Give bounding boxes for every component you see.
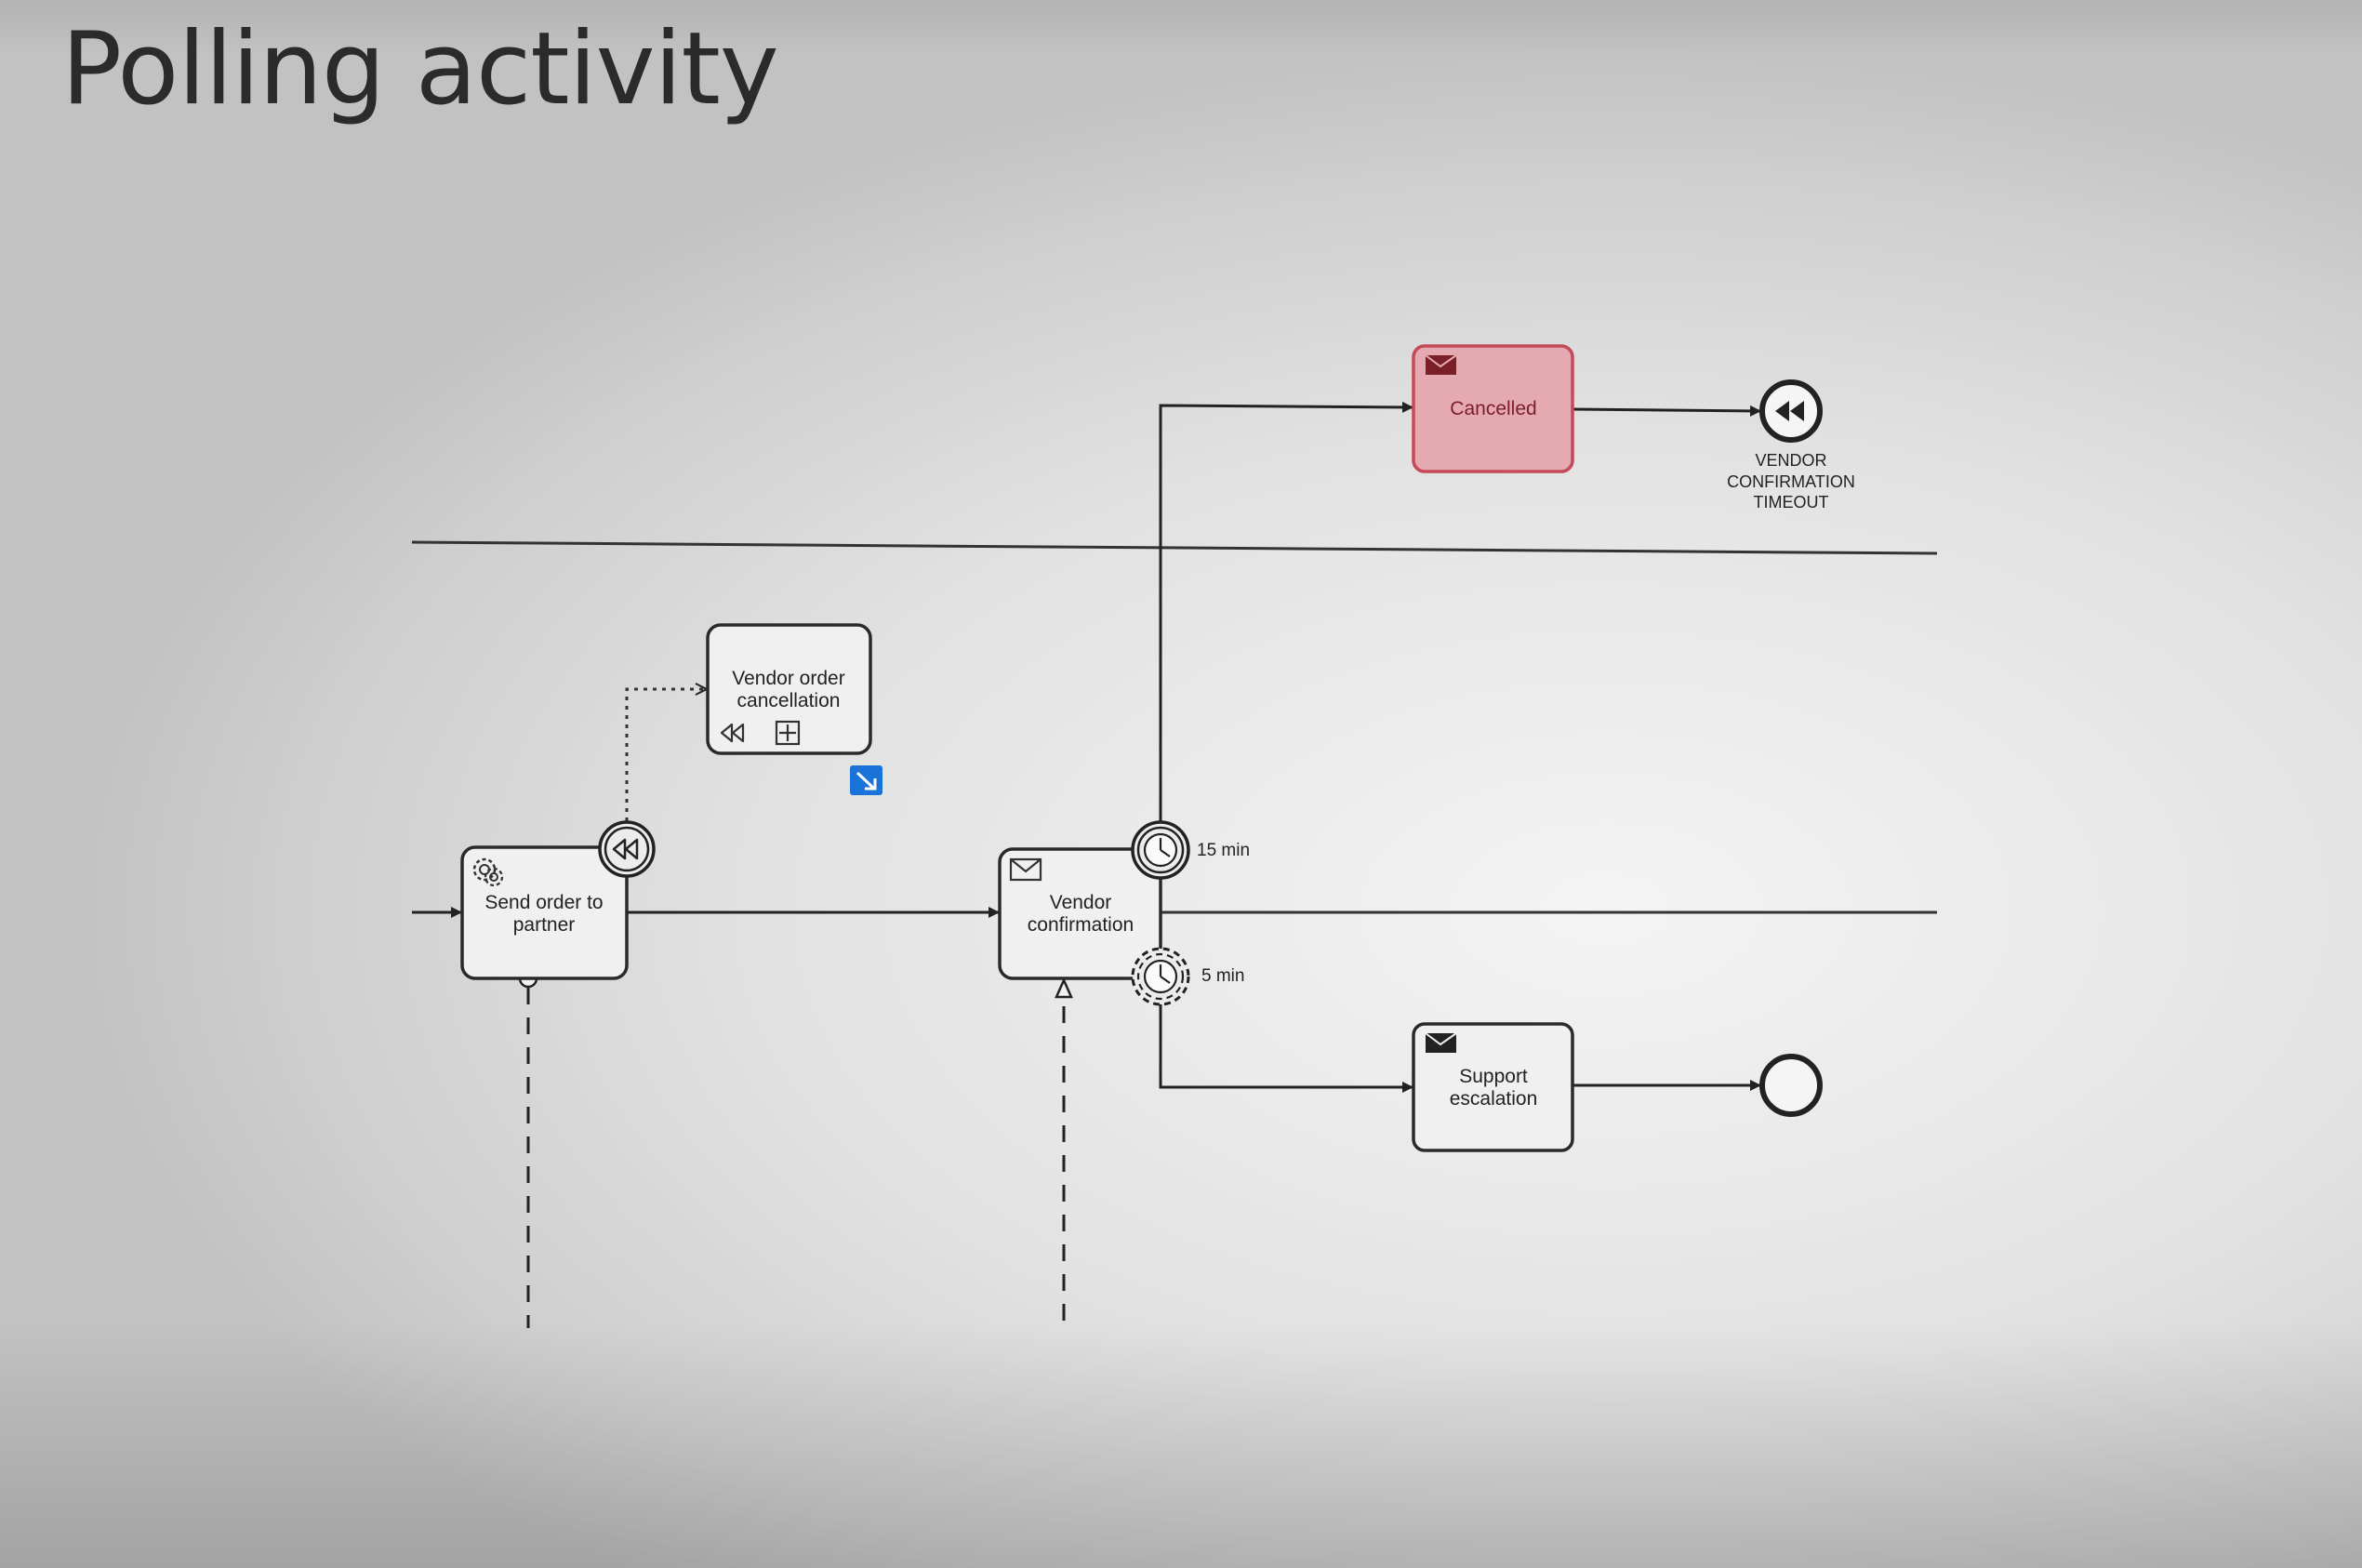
task-send-order-to-partner[interactable]: Send order to partner bbox=[460, 845, 629, 980]
receive-message-icon bbox=[1009, 857, 1042, 882]
timer-boundary-event-interrupting[interactable] bbox=[1131, 820, 1190, 880]
compensation-association bbox=[625, 689, 707, 821]
compensation-boundary-event[interactable] bbox=[598, 820, 656, 878]
compensation-marker-icon bbox=[720, 723, 745, 743]
task-label-line1: Support bbox=[1459, 1066, 1528, 1087]
task-label-line1: Vendor order bbox=[732, 668, 844, 689]
end-event-label-line2: CONFIRMATION bbox=[1727, 472, 1855, 491]
subprocess-expand-icon[interactable] bbox=[775, 720, 801, 746]
page-title: Polling activity bbox=[61, 11, 779, 127]
flow-timeout-to-cancelled bbox=[1159, 401, 1413, 821]
end-event-label-line3: TIMEOUT bbox=[1754, 493, 1829, 512]
message-flow-arrowhead bbox=[1055, 977, 1073, 999]
clock-icon bbox=[1143, 959, 1178, 994]
end-event-label-line1: VENDOR bbox=[1755, 451, 1826, 470]
task-vendor-order-cancellation[interactable]: Vendor order cancellation bbox=[706, 623, 872, 755]
task-label-line2: cancellation bbox=[737, 690, 841, 711]
compensation-filled-icon bbox=[1775, 401, 1804, 421]
task-label-line2: escalation bbox=[1450, 1088, 1538, 1110]
task-cancelled[interactable]: Cancelled bbox=[1412, 344, 1574, 473]
task-label: Cancelled bbox=[1450, 398, 1536, 419]
task-label-line2: confirmation bbox=[1028, 914, 1134, 936]
send-message-icon bbox=[1425, 1032, 1457, 1053]
service-task-gear-icon bbox=[472, 857, 504, 887]
compensation-rewind-icon bbox=[612, 838, 639, 860]
selection-resize-icon[interactable] bbox=[850, 765, 882, 795]
bottom-shade bbox=[0, 1321, 2362, 1568]
task-label-line1: Vendor bbox=[1050, 892, 1112, 913]
timer-label-15min: 15 min bbox=[1197, 841, 1250, 860]
compensation-end-event[interactable] bbox=[1759, 379, 1823, 443]
task-support-escalation[interactable]: Support escalation bbox=[1412, 1022, 1574, 1152]
task-label-line1: Send order to bbox=[484, 892, 603, 913]
task-label-line2: partner bbox=[513, 914, 576, 936]
lane-separator-upper bbox=[411, 540, 1938, 555]
top-shade bbox=[0, 0, 2362, 56]
send-message-icon bbox=[1425, 354, 1457, 375]
task-vendor-confirmation[interactable]: Vendor confirmation bbox=[998, 847, 1162, 980]
flow-cancelled-to-end bbox=[1572, 405, 1761, 417]
timer-label-5min: 5 min bbox=[1201, 966, 1244, 986]
timer-boundary-event-non-interrupting[interactable] bbox=[1131, 947, 1190, 1006]
clock-icon bbox=[1143, 832, 1178, 868]
end-event[interactable] bbox=[1759, 1054, 1823, 1117]
flow-reminder-to-escalation bbox=[1159, 1002, 1413, 1093]
